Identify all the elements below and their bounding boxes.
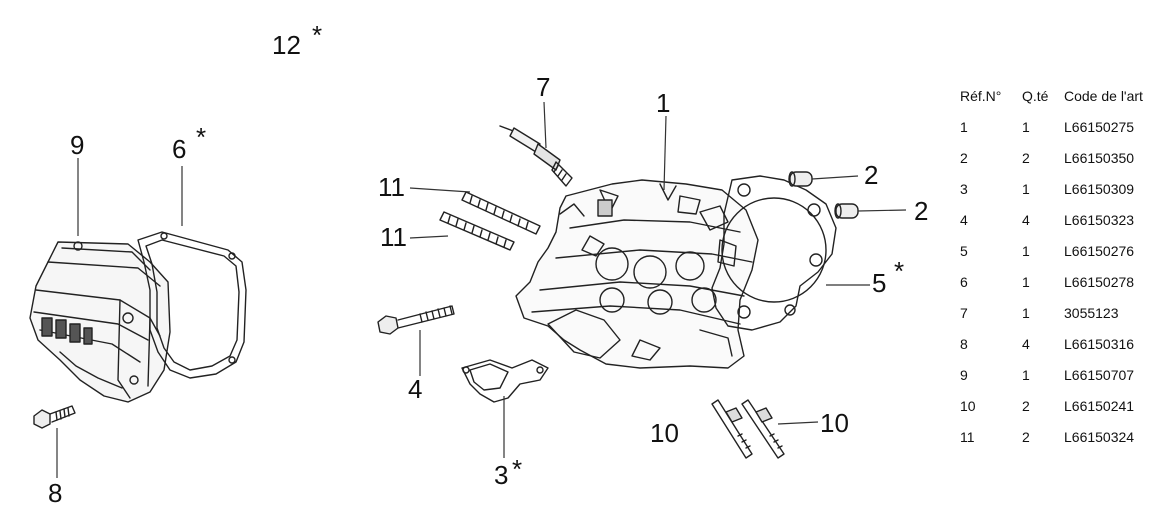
callout-11-lower: 11 (380, 222, 407, 252)
row-code: L66150324 (1064, 429, 1135, 445)
callout-4: 4 (408, 374, 423, 404)
row-qty: 1 (1022, 181, 1030, 197)
leader-1 (663, 115, 667, 191)
row-code: L66150278 (1064, 274, 1135, 290)
row-code: L66150707 (1064, 367, 1135, 383)
callout-9: 9 (70, 130, 85, 160)
row-code: L66150275 (1064, 119, 1135, 135)
leader-lines (56, 101, 907, 478)
row-ref: 5 (960, 243, 968, 259)
row-ref: 9 (960, 367, 968, 383)
row-code: L66150323 (1064, 212, 1135, 228)
row-qty: 2 (1022, 429, 1030, 445)
valve-stem-left-part (711, 399, 753, 459)
header-code: Code de l'art (1064, 88, 1143, 104)
parts-table: Réf.N° Q.té Code de l'art 1 1 L66150275 … (960, 88, 1170, 468)
row-qty: 4 (1022, 212, 1030, 228)
row-qty: 1 (1022, 119, 1030, 135)
row-code: L66150276 (1064, 243, 1135, 259)
callout-12: 12 (272, 30, 301, 60)
callout-6-star: * (196, 122, 207, 152)
leader-2a (811, 175, 859, 180)
row-qty: 1 (1022, 305, 1030, 321)
small-gasket-part (461, 359, 549, 403)
stud-lower-part (439, 211, 515, 251)
row-ref: 8 (960, 336, 968, 352)
leader-11b (409, 235, 449, 239)
row-ref: 7 (960, 305, 968, 321)
callout-3: 3 (494, 460, 509, 490)
dowel-pin-upper-part (788, 171, 813, 187)
row-ref: 11 (960, 429, 975, 445)
row-qty: 4 (1022, 336, 1030, 352)
row-code: 3055123 (1064, 305, 1119, 321)
row-qty: 2 (1022, 150, 1030, 166)
head-bolt-part (377, 305, 455, 335)
row-ref: 1 (960, 119, 968, 135)
callout-11-upper: 11 (378, 172, 405, 202)
header-ref: Réf.N° (960, 88, 1002, 104)
callout-3-star: * (512, 454, 523, 484)
callout-7: 7 (536, 72, 551, 102)
row-ref: 4 (960, 212, 968, 228)
row-code: L66150241 (1064, 398, 1135, 414)
row-code: L66150350 (1064, 150, 1135, 166)
spark-plug-part (499, 125, 573, 187)
callout-10-right: 10 (820, 408, 849, 438)
valve-stem-right-part (741, 399, 785, 459)
callout-6: 6 (172, 134, 187, 164)
leader-2b (857, 209, 907, 212)
callout-1: 1 (656, 88, 671, 118)
callout-8: 8 (48, 478, 63, 508)
small-bolt-part (33, 405, 76, 429)
header-qty: Q.té (1022, 88, 1049, 104)
row-ref: 3 (960, 181, 968, 197)
head-gasket-part (711, 175, 837, 331)
row-code: L66150316 (1064, 336, 1135, 352)
row-qty: 2 (1022, 398, 1030, 414)
stud-upper-part (461, 191, 541, 235)
callout-5: 5 (872, 268, 887, 298)
row-ref: 2 (960, 150, 968, 166)
callout-5-star: * (894, 256, 905, 286)
cover-gasket-part (137, 231, 247, 379)
row-ref: 10 (960, 398, 976, 414)
valve-cover-part (29, 241, 171, 403)
row-qty: 1 (1022, 274, 1030, 290)
callout-10-left: 10 (650, 418, 679, 448)
row-qty: 1 (1022, 243, 1030, 259)
callout-2-lower: 2 (914, 196, 929, 226)
cylinder-head-part (515, 179, 759, 369)
row-ref: 6 (960, 274, 968, 290)
leader-11a (409, 187, 471, 193)
row-qty: 1 (1022, 367, 1030, 383)
leader-10 (777, 421, 819, 425)
dowel-pin-lower-part (834, 203, 859, 219)
callout-12-star: * (312, 20, 323, 50)
callout-2-upper: 2 (864, 160, 879, 190)
leader-7 (543, 101, 547, 149)
row-code: L66150309 (1064, 181, 1135, 197)
